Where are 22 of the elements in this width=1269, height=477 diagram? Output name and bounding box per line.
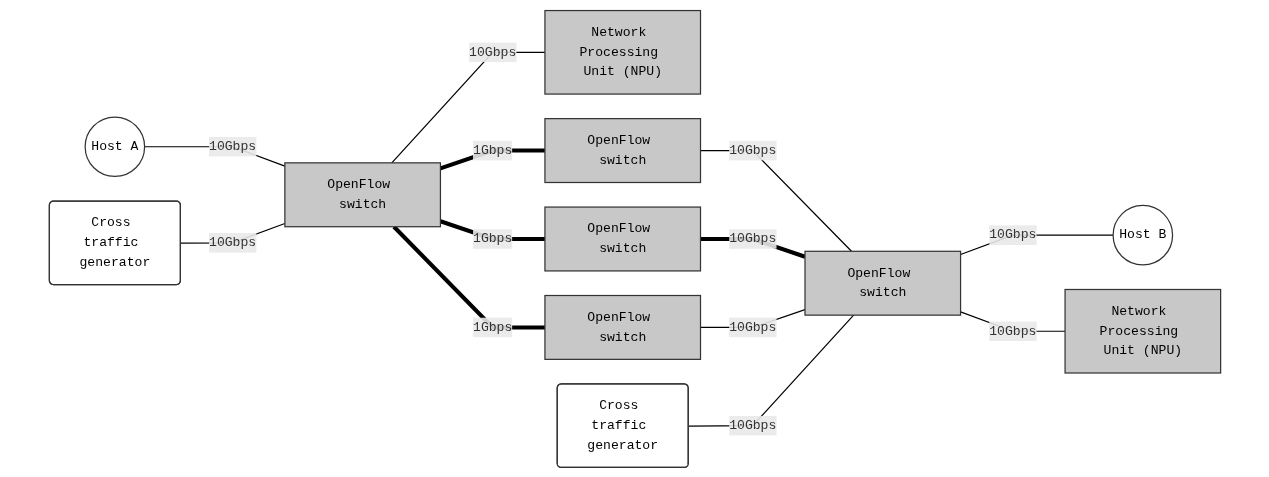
edge-label: 10Gbps (208, 138, 256, 154)
edge-label: 10Gbps (468, 44, 516, 60)
edge-label: 1Gbps (472, 142, 512, 158)
node-box: OpenFlow switch (283, 161, 441, 227)
node-circle: Host B (1112, 204, 1173, 266)
node-box: OpenFlow switch (543, 294, 701, 360)
edge-label: 10Gbps (728, 319, 776, 335)
edge-label: 10Gbps (988, 323, 1036, 339)
edge-label: 1Gbps (472, 319, 512, 335)
edge-label: 10Gbps (728, 417, 776, 433)
edge-label: 10Gbps (208, 234, 256, 250)
node-circle: Host A (84, 115, 145, 177)
node-box: Network Processing Unit (NPU) (1063, 288, 1221, 374)
connector (687, 314, 854, 427)
node-box: OpenFlow switch (543, 117, 701, 183)
edge-label: 1Gbps (472, 231, 512, 246)
node-box: OpenFlow switch (543, 205, 701, 272)
edge-label: 10Gbps (728, 142, 776, 158)
edge-label: 10Gbps (988, 227, 1036, 243)
node-box: Network Processing Unit (NPU) (543, 9, 701, 95)
node-box: OpenFlow switch (803, 250, 961, 316)
edge-label: 10Gbps (728, 231, 776, 246)
